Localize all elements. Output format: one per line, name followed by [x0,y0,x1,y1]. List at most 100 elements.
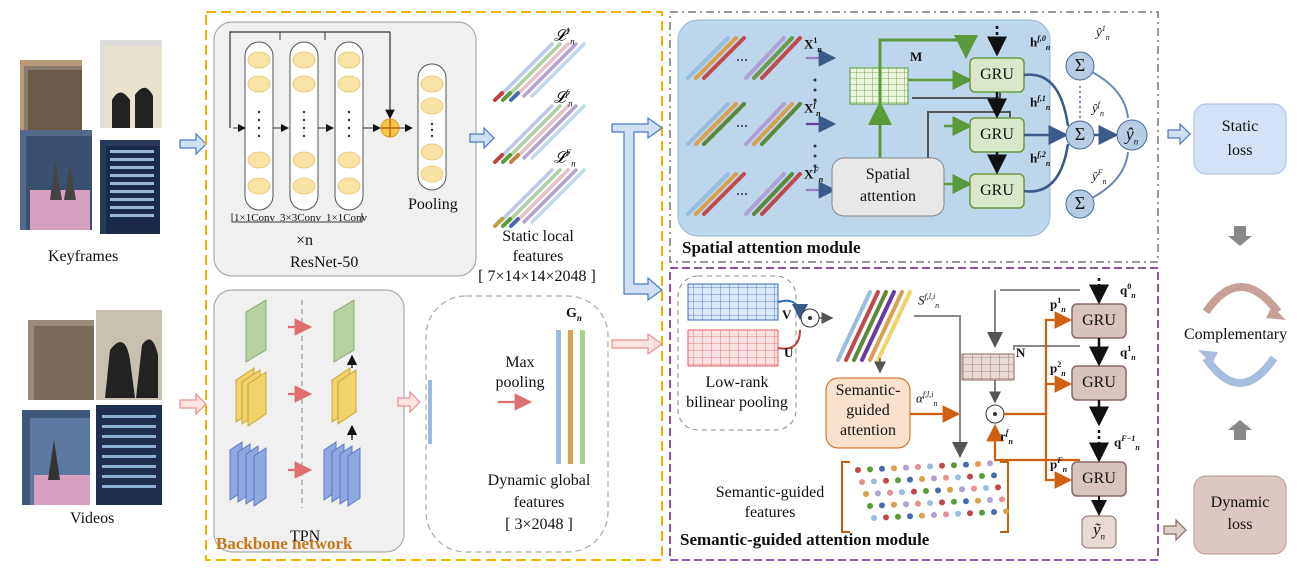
feature-dot [963,498,969,505]
conv1b-label: 1×1Conv [326,212,368,224]
sigma-f: Σ [1074,124,1086,144]
feature-dot [975,461,981,467]
static-local-label-1: Static local [502,228,574,245]
feature-dot [963,461,969,468]
feature-dot [927,500,933,506]
ytilde-label: ỹn [1092,520,1106,542]
complementary-label: Complementary [1184,326,1288,343]
feature-dot [947,486,953,493]
feature-dot [895,513,901,520]
keyframes-image-stack [20,40,162,234]
sga-label-2: guided [846,402,890,419]
lowrank-label-1: Low-rank [705,374,769,391]
gru-label-d2: GRU [1082,374,1116,391]
backbone-title: Backbone network [216,534,353,553]
g-label: Gn [566,306,582,323]
dynamic-global-label-2: features [513,494,565,511]
loss-lF-label: 𝓛Fn [554,148,576,169]
feature-dot [879,502,885,509]
feature-dot [995,484,1001,491]
feature-dot [915,464,921,470]
feature-dot [939,499,945,506]
feature-dot [951,498,957,505]
max-pooling-label-1: Max [505,354,535,371]
gru-label-d3: GRU [1082,470,1116,487]
complementary-cycle-icon [1198,283,1286,387]
sga-label-3: attention [840,422,896,439]
static-loss-label-1: Static [1221,118,1259,135]
yhatF-label: ŷFn [1092,168,1107,186]
feature-dot [863,491,869,497]
yhat-label: ŷn [1125,124,1139,147]
feature-dot [919,512,925,519]
feature-dot [883,477,889,484]
conv3-label: 3×3Conv [280,212,322,224]
static-loss-label-2: loss [1227,142,1253,159]
feature-dot [931,512,937,518]
gru-label-s2: GRU [980,126,1014,143]
h2-label: hf,2n [1030,150,1051,168]
q1-label: q1n [1120,344,1136,362]
dynamic-loss-arrow [1163,518,1187,542]
feature-dot [931,475,937,482]
xF-label: XFn [804,166,824,184]
feature-dot [867,503,873,509]
semantic-guided-features [841,460,1009,533]
videos-input-arrow [179,392,207,416]
yhatf-label: ŷfn [1092,100,1105,118]
keyframes-input-arrow [179,132,207,156]
feature-dot [987,497,993,503]
gru-label-s1: GRU [980,66,1014,83]
r-label: rfn [1000,428,1013,446]
feature-dot [943,511,949,518]
up-arrow-icon [1228,420,1252,440]
p1-label: p1n [1050,296,1066,314]
u-label: U [784,345,794,360]
tpn-feature-bar [428,380,432,444]
feature-dot [899,489,905,496]
h0-label: hf,0n [1030,34,1051,52]
feature-dot [967,473,973,480]
static-loss-box [1193,103,1287,175]
xf-label: Xfn [804,100,821,118]
resnet-residual-blocks [229,31,413,223]
static-feature-branch-arrow [611,116,664,302]
feature-dot [951,462,957,469]
sum-node-F [1065,189,1095,219]
lowrank-bilinear-box [677,275,797,431]
n-label: N [1016,345,1026,360]
feature-dot [983,485,989,491]
static-local-label-2: features [512,248,564,265]
feature-dot [915,500,921,507]
feature-dot [855,467,861,473]
semantic-guided-attention-module-box [669,267,1159,561]
p2-label: p2n [1050,360,1066,378]
feature-dot [907,513,913,520]
dynamic-loss-label-1: Dynamic [1210,494,1270,511]
sigma-1: Σ [1074,55,1086,75]
feature-dot [859,479,865,485]
feature-dot [927,463,933,470]
sga-label-1: Semantic- [835,382,901,399]
feature-dot [1003,508,1009,515]
feature-dot [887,489,893,496]
feature-dot [895,477,901,484]
feature-dot [919,476,925,482]
feature-dot [867,466,873,473]
resnet-output-arrow [469,126,495,150]
gru-label-s3: GRU [980,182,1014,199]
pF-label: pFn [1050,456,1068,474]
gru-label-d1: GRU [1082,312,1116,329]
loss-l1-label: 𝓛1n [554,26,575,47]
feature-dot [955,510,961,517]
videos-label: Videos [70,510,115,527]
yhat1-label: ŷ1n [1096,24,1110,42]
dynamic-global-dims: [ 3×2048 ] [505,516,573,533]
down-arrow-icon [1228,226,1252,246]
semantic-gru-stack [1071,303,1127,497]
sum-node-1 [1065,51,1095,81]
backbone-network-box [205,11,663,561]
s-label: Sf,l,in [918,292,940,310]
conv1-label: 1×1Conv [234,212,276,224]
spatial-module-title: Spatial attention module [682,238,861,257]
